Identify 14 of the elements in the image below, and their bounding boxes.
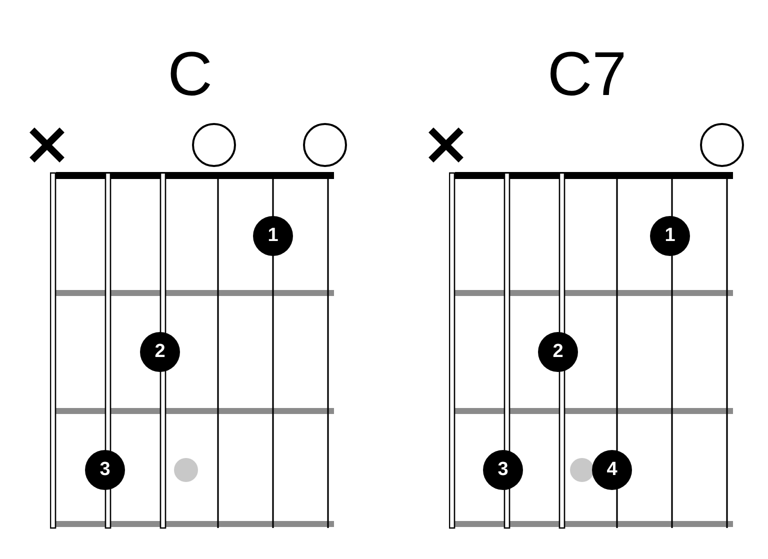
- muted-dot: [174, 458, 198, 482]
- chord-name: C7: [546, 44, 628, 106]
- finger-dot: 3: [85, 450, 125, 490]
- finger-dot: 2: [140, 332, 180, 372]
- finger-dot: 1: [650, 216, 690, 256]
- open-string-circle: [192, 123, 236, 167]
- muted-dot: [570, 458, 594, 482]
- open-string-circle: [303, 123, 347, 167]
- open-string-circle: [700, 123, 744, 167]
- finger-dot: 4: [592, 450, 632, 490]
- finger-dot: 2: [538, 332, 578, 372]
- finger-dot: 1: [253, 216, 293, 256]
- finger-dot: 3: [483, 450, 523, 490]
- chord-name: C: [166, 44, 214, 106]
